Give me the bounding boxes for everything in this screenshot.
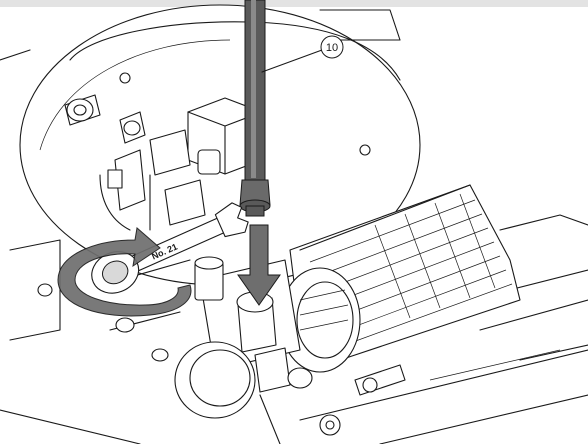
down-arrow-icon — [237, 224, 281, 306]
base-frame — [0, 49, 588, 444]
callout-number: 10 — [326, 42, 338, 54]
top-band — [0, 0, 588, 7]
wrench-no-21: No. 21 — [91, 202, 249, 294]
fuel-fittings — [64, 94, 206, 231]
callout-10: 10 — [261, 35, 344, 73]
rotation-arrow-icon — [57, 227, 192, 317]
motor — [279, 184, 521, 436]
oil-pump — [37, 256, 313, 444]
socket-extension-bar — [239, 0, 271, 217]
